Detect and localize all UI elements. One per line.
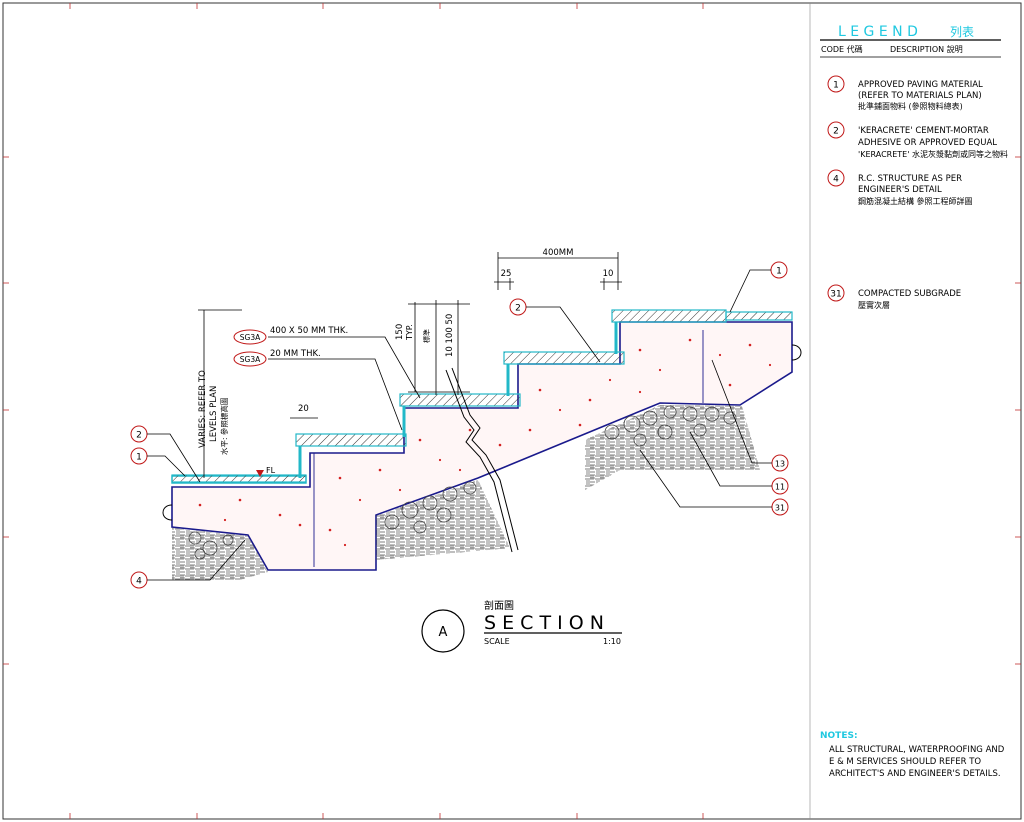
callout-13: 13 [711, 359, 789, 472]
svg-text:SG3A: SG3A [240, 333, 261, 342]
notes: NOTES: ALL STRUCTURAL, WATERPROOFING AND… [820, 731, 1005, 779]
legend-item-2: 2 'KERACRETE' CEMENT-MORTAR ADHESIVE OR … [827, 121, 1008, 159]
border-ticks [3, 3, 1021, 819]
callout-2-mid: 2 [509, 298, 601, 363]
callout-11: 11 [689, 431, 789, 495]
notes-title: NOTES: [820, 731, 858, 741]
spec-tag-2: SG3A 20 MM THK. [233, 349, 403, 431]
svg-text:E & M SERVICES SHOULD REFER TO: E & M SERVICES SHOULD REFER TO [829, 757, 981, 767]
svg-text:ENGINEER'S DETAIL: ENGINEER'S DETAIL [858, 185, 942, 195]
svg-text:2: 2 [515, 304, 521, 314]
svg-text:400MM: 400MM [543, 248, 574, 258]
legend-item-1: 1 APPROVED PAVING MATERIAL (REFER TO MAT… [827, 75, 983, 111]
svg-text:VARIES: REFER TO: VARIES: REFER TO [198, 370, 208, 448]
svg-text:剖面圖: 剖面圖 [484, 599, 514, 612]
dimension-riser [408, 300, 470, 395]
legend-item-4: 4 R.C. STRUCTURE AS PER ENGINEER'S DETAI… [827, 169, 973, 206]
svg-text:TYP.: TYP. [405, 324, 414, 341]
section-drawing: 400MM 25 10 150 TYP. 標準 10 100 50 VARIES… [130, 248, 802, 589]
legend: L E G E N D 列表 CODE 代碼 DESCRIPTION 說明 1 … [820, 24, 1008, 310]
svg-text:'KERACRETE' CEMENT-MORTAR: 'KERACRETE' CEMENT-MORTAR [858, 126, 989, 136]
section-title: A 剖面圖 S E C T I O N SCALE 1:10 [421, 599, 622, 653]
svg-text:20 MM THK.: 20 MM THK. [270, 349, 321, 359]
legend-title: L E G E N D [838, 24, 918, 40]
legend-col-code: CODE 代碼 [821, 44, 863, 54]
svg-text:R.C. STRUCTURE AS PER: R.C. STRUCTURE AS PER [858, 174, 962, 184]
svg-text:APPROVED PAVING MATERIAL: APPROVED PAVING MATERIAL [858, 80, 983, 90]
paving-layers [171, 309, 793, 484]
callout-31: 31 [639, 449, 789, 516]
callout-1-right: 1 [729, 261, 788, 313]
svg-text:150: 150 [395, 324, 405, 340]
svg-text:COMPACTED SUBGRADE: COMPACTED SUBGRADE [858, 289, 961, 299]
svg-text:ARCHITECT'S AND ENGINEER'S DET: ARCHITECT'S AND ENGINEER'S DETAILS. [829, 769, 1001, 779]
svg-text:2: 2 [833, 127, 839, 137]
fl-marker-icon [256, 470, 264, 477]
dimension-400mm [494, 252, 622, 290]
svg-text:SCALE: SCALE [484, 637, 510, 646]
svg-text:1: 1 [776, 267, 782, 277]
legend-title-cn: 列表 [950, 25, 974, 39]
svg-text:31: 31 [830, 290, 841, 300]
svg-text:400 X 50 MM THK.: 400 X 50 MM THK. [270, 326, 348, 336]
concrete-aggregate [198, 338, 772, 547]
spec-tag-1: SG3A 400 X 50 MM THK. [233, 326, 421, 399]
callout-1-left: 1 [130, 447, 186, 477]
hardcore-stones [188, 405, 737, 560]
callout-4: 4 [130, 539, 246, 589]
legend-item-31: 31 COMPACTED SUBGRADE 壓實次層 [827, 284, 961, 310]
svg-text:4: 4 [833, 175, 839, 185]
svg-text:ALL STRUCTURAL, WATERPROOFING: ALL STRUCTURAL, WATERPROOFING AND [829, 745, 1005, 755]
svg-text:1: 1 [833, 81, 839, 91]
svg-text:13: 13 [775, 460, 785, 469]
svg-text:10: 10 [603, 269, 614, 279]
svg-text:(REFER TO MATERIALS PLAN): (REFER TO MATERIALS PLAN) [858, 91, 982, 101]
svg-text:SG3A: SG3A [240, 355, 261, 364]
svg-text:S E C T I O N: S E C T I O N [484, 612, 604, 634]
svg-text:鋼筋混凝土結構 參照工程師詳圖: 鋼筋混凝土結構 參照工程師詳圖 [858, 196, 973, 206]
svg-text:水平: 參照標高圖: 水平: 參照標高圖 [219, 398, 229, 455]
legend-col-desc: DESCRIPTION 說明 [890, 44, 963, 54]
svg-text:20: 20 [298, 404, 309, 414]
svg-text:標準: 標準 [422, 329, 431, 343]
break-line [451, 367, 519, 551]
svg-text:10 100 50: 10 100 50 [445, 314, 455, 357]
svg-text:1:10: 1:10 [603, 637, 621, 646]
svg-text:4: 4 [136, 577, 142, 587]
svg-text:1: 1 [136, 453, 142, 463]
svg-text:LEVELS PLAN: LEVELS PLAN [209, 386, 219, 442]
svg-text:FL: FL [266, 466, 276, 475]
svg-text:11: 11 [775, 483, 785, 492]
section-marker [421, 609, 465, 653]
svg-text:批準鋪面物料 (參照物料總表): 批準鋪面物料 (參照物料總表) [858, 101, 963, 111]
svg-text:A: A [439, 625, 448, 640]
callout-2-left: 2 [130, 425, 201, 483]
svg-text:ADHESIVE OR APPROVED EQUAL: ADHESIVE OR APPROVED EQUAL [858, 138, 997, 148]
svg-text:25: 25 [501, 269, 512, 279]
svg-text:31: 31 [775, 504, 785, 513]
svg-text:'KERACRETE' 水泥灰漿黏劑或同等之物料: 'KERACRETE' 水泥灰漿黏劑或同等之物料 [858, 149, 1008, 159]
svg-text:壓實次層: 壓實次層 [858, 300, 890, 310]
svg-text:2: 2 [136, 431, 142, 441]
